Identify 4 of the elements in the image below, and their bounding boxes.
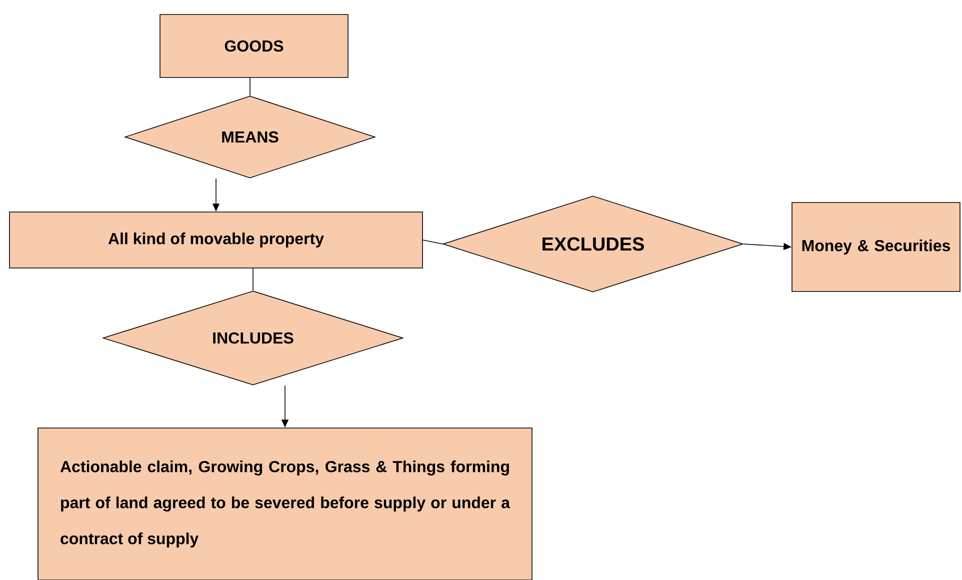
process-box: Money & Securities (792, 202, 960, 292)
process-box: All kind of movable property (9, 212, 423, 268)
process-box: Actionable claim, Growing Crops, Grass & Things forming part of land agreed to be severed before supply or under a contract of supply (38, 428, 532, 580)
process-box: GOODS (160, 14, 348, 78)
